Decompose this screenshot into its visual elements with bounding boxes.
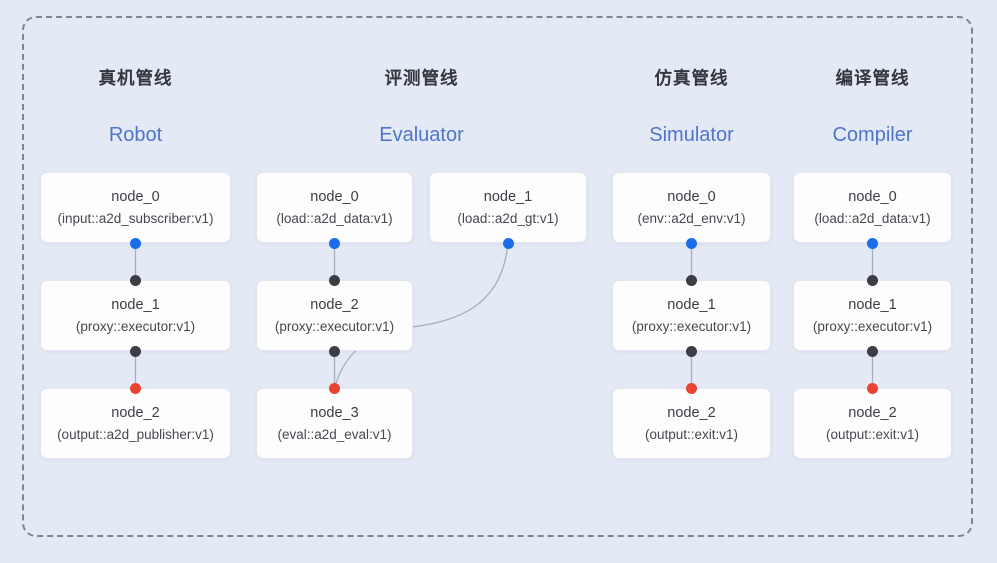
gray-port-dot xyxy=(867,345,878,357)
pipeline-title-compiler-zh: 编译管线 xyxy=(835,68,910,88)
node-name: node_2 xyxy=(848,405,897,421)
compiler-node-1[interactable]: node_1 (proxy::executor:v1) xyxy=(793,280,952,351)
node-type: (proxy::executor:v1) xyxy=(631,319,752,334)
dashed-frame xyxy=(22,16,973,537)
node-name: node_0 xyxy=(111,189,160,205)
red-port-dot xyxy=(130,382,141,394)
pipeline-title-robot-en: Robot xyxy=(108,124,163,146)
compiler-node-2[interactable]: node_2 (output::exit:v1) xyxy=(793,388,952,459)
pipeline-title-evaluator-zh: 评测管线 xyxy=(384,68,459,88)
blue-port-dot xyxy=(502,237,514,249)
evaluator-node-3[interactable]: node_3 (eval::a2d_eval:v1) xyxy=(256,388,413,459)
gray-port-dot xyxy=(329,274,340,286)
gray-port-dot xyxy=(867,274,878,286)
robot-node-2[interactable]: node_2 (output::a2d_publisher:v1) xyxy=(40,388,231,459)
simulator-node-2[interactable]: node_2 (output::exit:v1) xyxy=(612,388,771,459)
node-type: (env::a2d_env:v1) xyxy=(637,211,746,226)
node-name: node_1 xyxy=(483,189,533,205)
node-name: node_3 xyxy=(310,405,359,421)
node-type: (input::a2d_subscriber:v1) xyxy=(57,211,214,226)
gray-port-dot xyxy=(130,345,141,357)
node-name: node_1 xyxy=(111,297,160,313)
node-type: (eval::a2d_eval:v1) xyxy=(277,427,392,442)
pipeline-title-simulator-zh: 仿真管线 xyxy=(654,68,729,88)
robot-node-0[interactable]: node_0 (input::a2d_subscriber:v1) xyxy=(40,172,231,243)
red-port-dot xyxy=(329,382,340,394)
edge-eval-1-3-curve xyxy=(333,242,509,389)
pipeline-title-robot-zh: 真机管线 xyxy=(98,68,173,88)
node-name: node_1 xyxy=(848,297,897,313)
node-type: (proxy::executor:v1) xyxy=(812,319,933,334)
evaluator-node-1[interactable]: node_1 (load::a2d_gt:v1) xyxy=(429,172,587,243)
blue-port-dot xyxy=(329,237,340,249)
node-type: (output::a2d_publisher:v1) xyxy=(57,427,214,442)
node-type: (load::a2d_data:v1) xyxy=(814,211,931,226)
evaluator-node-2[interactable]: node_2 (proxy::executor:v1) xyxy=(256,280,413,351)
simulator-node-1[interactable]: node_1 (proxy::executor:v1) xyxy=(612,280,771,351)
node-name: node_0 xyxy=(310,189,359,205)
gray-port-dot xyxy=(329,345,340,357)
simulator-node-0[interactable]: node_0 (env::a2d_env:v1) xyxy=(612,172,771,243)
node-type: (output::exit:v1) xyxy=(644,427,739,442)
node-type: (proxy::executor:v1) xyxy=(274,319,395,334)
node-name: node_2 xyxy=(111,405,160,421)
evaluator-node-0[interactable]: node_0 (load::a2d_data:v1) xyxy=(256,172,413,243)
node-type: (load::a2d_gt:v1) xyxy=(457,211,559,226)
gray-port-dot xyxy=(686,274,697,286)
red-port-dot xyxy=(686,382,697,394)
node-name: node_0 xyxy=(667,189,716,205)
node-name: node_2 xyxy=(310,297,359,313)
compiler-node-0[interactable]: node_0 (load::a2d_data:v1) xyxy=(793,172,952,243)
blue-port-dot xyxy=(867,237,878,249)
blue-port-dot xyxy=(130,237,141,249)
node-name: node_0 xyxy=(848,189,897,205)
blue-port-dot xyxy=(686,237,697,249)
pipeline-title-simulator-en: Simulator xyxy=(649,124,734,146)
red-port-dot xyxy=(867,382,878,394)
node-name: node_2 xyxy=(667,405,716,421)
node-name: node_1 xyxy=(667,297,716,313)
gray-port-dot xyxy=(130,274,141,286)
gray-port-dot xyxy=(686,345,697,357)
robot-node-1[interactable]: node_1 (proxy::executor:v1) xyxy=(40,280,231,351)
node-type: (load::a2d_data:v1) xyxy=(276,211,393,226)
node-type: (proxy::executor:v1) xyxy=(75,319,196,334)
node-type: (output::exit:v1) xyxy=(825,427,920,442)
pipeline-title-compiler-en: Compiler xyxy=(832,124,913,146)
pipeline-title-evaluator-en: Evaluator xyxy=(379,124,464,146)
